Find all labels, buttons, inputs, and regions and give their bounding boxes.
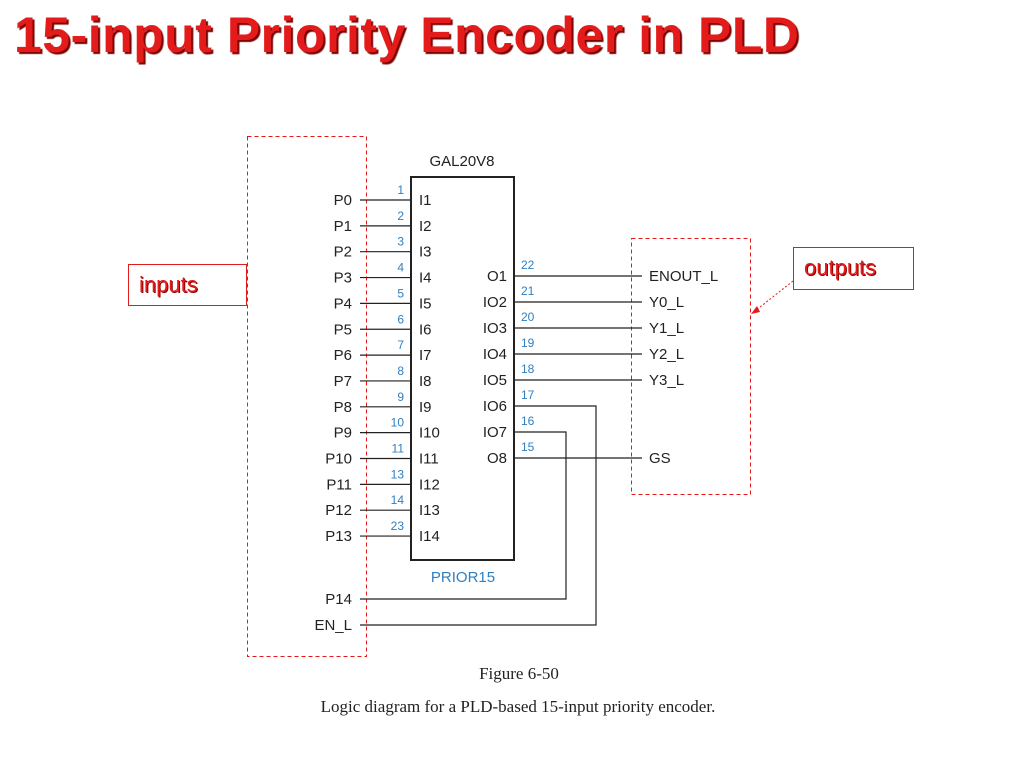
inputs-dashed-box	[247, 136, 367, 657]
chip-body	[410, 176, 515, 561]
output-pin-number: 18	[521, 362, 535, 376]
chip-part-label: GAL20V8	[429, 153, 494, 170]
input-signal-label: P1	[334, 218, 352, 235]
input-signal-label: P2	[334, 244, 352, 261]
output-pin-number: 19	[521, 336, 535, 350]
output-port-label: IO3	[483, 320, 507, 337]
figure-caption: Logic diagram for a PLD-based 15-input p…	[320, 697, 716, 716]
output-port-label: IO4	[483, 346, 507, 363]
input-port-label: I11	[419, 451, 439, 468]
outputs-dashed-box	[631, 238, 751, 495]
input-signal-label: P9	[334, 425, 352, 442]
inputs-callout: inputs	[128, 264, 247, 306]
outputs-pointer-arrow	[754, 280, 794, 312]
input-port-label: I1	[419, 192, 432, 209]
output-pin-number: 17	[521, 388, 535, 402]
input-port-label: I14	[419, 528, 440, 545]
input-signal-label: P12	[325, 502, 352, 519]
output-pin-number: 22	[521, 258, 535, 272]
output-signal-label: Y2_L	[649, 346, 684, 363]
input-port-label: I13	[419, 502, 440, 519]
outputs-callout: outputs	[793, 247, 914, 290]
output-port-label: O8	[487, 450, 507, 467]
output-pin-number: 15	[521, 440, 535, 454]
input-signal-label: P5	[334, 321, 352, 338]
output-signal-label: Y3_L	[649, 372, 684, 389]
input-port-label: I2	[419, 218, 432, 235]
input-signal-label: P7	[334, 373, 352, 390]
input-signal-label: P11	[326, 476, 352, 493]
input-signal-label: P4	[334, 295, 352, 312]
feedback-wire	[360, 431, 567, 600]
output-signal-label: GS	[649, 450, 671, 467]
input-port-label: I5	[419, 295, 432, 312]
input-pin-number: 5	[397, 286, 404, 300]
output-port-label: IO5	[483, 372, 507, 389]
input-port-label: I6	[419, 321, 432, 338]
input-pin-number: 2	[397, 209, 404, 223]
input-pin-number: 23	[391, 519, 405, 533]
input-port-label: I10	[419, 425, 440, 442]
input-rows: P01I1P12I2P23I3P34I4P45I5P56I6P67I7P78I8…	[325, 183, 440, 545]
feedback-signal-label: EN_L	[314, 617, 352, 634]
input-pin-number: 7	[397, 338, 404, 352]
input-signal-label: P8	[334, 399, 352, 416]
slide-title: 15-input Priority Encoder in PLD	[14, 7, 800, 63]
input-pin-number: 13	[391, 467, 405, 481]
input-pin-number: 3	[397, 235, 404, 249]
input-pin-number: 9	[397, 390, 404, 404]
input-port-label: I4	[419, 270, 432, 287]
figure-number: Figure 6-50	[479, 664, 559, 683]
input-pin-number: 8	[397, 364, 404, 378]
input-pin-number: 14	[391, 493, 405, 507]
input-port-label: I12	[419, 476, 440, 493]
output-pin-number: 20	[521, 310, 535, 324]
output-port-label: IO7	[483, 424, 507, 441]
output-signal-label: Y0_L	[649, 294, 684, 311]
output-port-label: O1	[487, 268, 507, 285]
input-signal-label: P3	[334, 270, 352, 287]
input-signal-label: P13	[325, 528, 352, 545]
output-signal-label: Y1_L	[649, 320, 684, 337]
input-pin-number: 6	[397, 312, 404, 326]
input-signal-label: P0	[334, 192, 352, 209]
output-pin-number: 21	[521, 284, 535, 298]
output-port-label: IO2	[483, 294, 507, 311]
input-port-label: I9	[419, 399, 432, 416]
input-pin-number: 1	[397, 183, 404, 197]
input-signal-label: P10	[325, 451, 352, 468]
input-pin-number: 10	[391, 416, 405, 430]
output-pin-number: 16	[521, 414, 535, 428]
input-pin-number: 4	[397, 261, 404, 275]
input-port-label: I7	[419, 347, 432, 364]
feedback-wire	[360, 405, 597, 626]
chip-name-label: PRIOR15	[431, 569, 495, 586]
input-port-label: I8	[419, 373, 432, 390]
output-port-label: IO6	[483, 398, 507, 415]
input-port-label: I3	[419, 244, 432, 261]
outputs-pointer-arrowhead	[751, 306, 760, 314]
input-signal-label: P6	[334, 347, 352, 364]
output-signal-label: ENOUT_L	[649, 268, 718, 285]
input-pin-number: 11	[392, 442, 405, 456]
feedback-signal-label: P14	[325, 591, 352, 608]
